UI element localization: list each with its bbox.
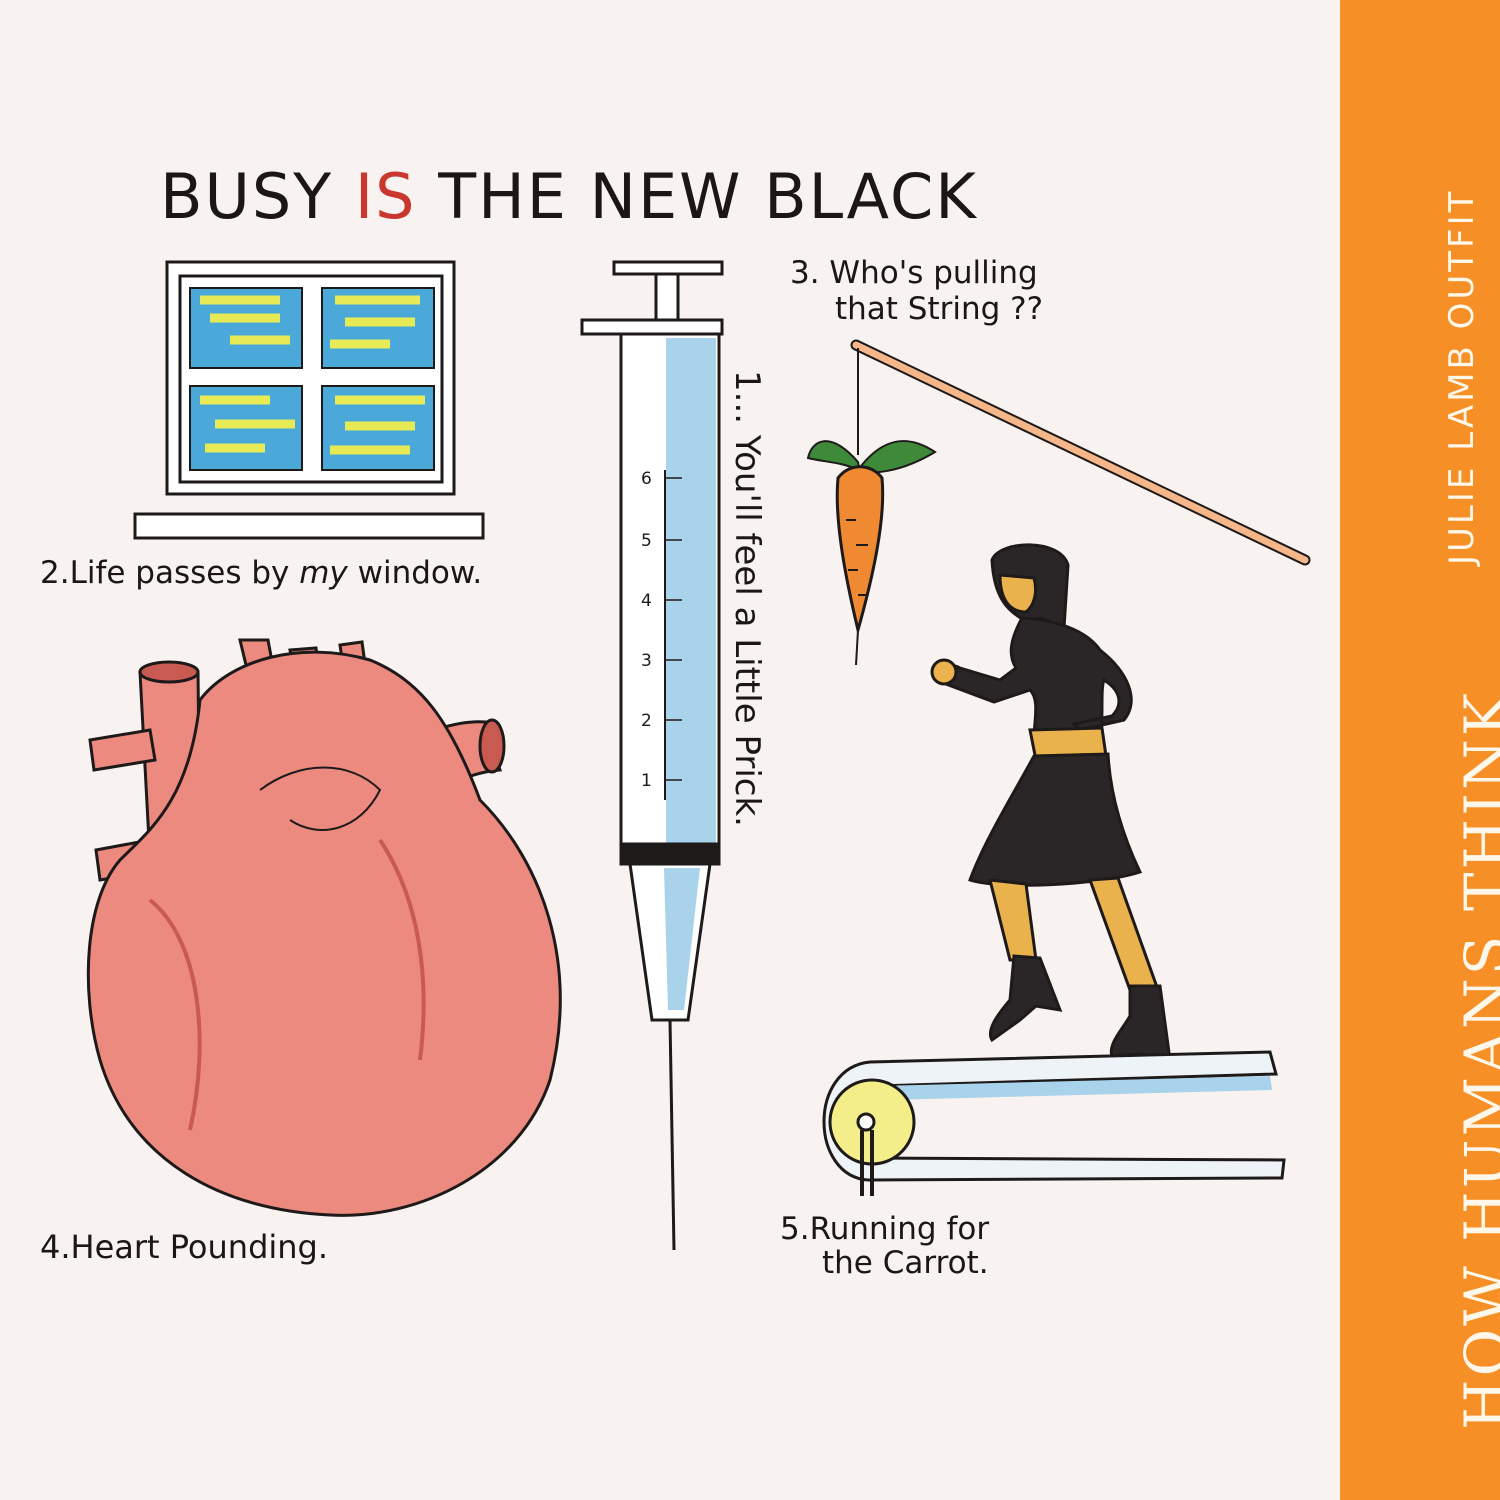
caption-carrot-line-1: 5.Running for: [780, 1211, 990, 1247]
caption-prick: 1... You'll feel a Little Prick.: [727, 370, 767, 827]
caption-carrot-line-2: the Carrot.: [822, 1245, 989, 1281]
caption-window-emphasis: my: [299, 555, 348, 591]
syringe-illustration: [580, 260, 724, 1251]
scale-label-5: 5: [641, 531, 652, 551]
title-part-new-black: THE NEW BLACK: [416, 160, 978, 233]
caption-string-line-1: 3. Who's pulling: [790, 255, 1038, 291]
scale-label-6: 6: [641, 469, 652, 489]
running-woman-illustration: [930, 543, 1172, 1062]
carrot-on-stick-illustration: [806, 339, 1311, 666]
poster-title: BUSY IS THE NEW BLACK: [160, 160, 978, 233]
scale-label-4: 4: [641, 591, 652, 611]
heart-illustration: [86, 638, 562, 1217]
window-illustration: [133, 260, 485, 540]
sidebar-panel: [1340, 0, 1500, 1500]
title-part-busy: BUSY: [160, 160, 355, 233]
syringe-scale: 6 5 4 3 2 1: [641, 469, 652, 791]
caption-heart: 4.Heart Pounding.: [40, 1228, 329, 1266]
treadmill-illustration: [822, 1050, 1286, 1196]
caption-string: 3. Who's pulling that String ??: [790, 255, 1043, 327]
title-part-is: IS: [354, 160, 417, 233]
caption-window: 2.Life passes by my window.: [40, 555, 482, 591]
sidebar-author-text: JULIE LAMB OUTFIT: [1442, 188, 1482, 565]
scale-label-1: 1: [641, 771, 652, 791]
scale-label-3: 3: [641, 651, 652, 671]
caption-window-part-1: 2.Life passes by: [40, 555, 300, 591]
caption-window-part-2: window.: [347, 555, 483, 591]
caption-string-line-2: that String ??: [835, 291, 1044, 327]
sidebar-title-text: HOW HUMANS THINK: [1452, 689, 1500, 1430]
caption-carrot: 5.Running for the Carrot.: [780, 1212, 989, 1280]
scale-label-2: 2: [641, 711, 652, 731]
